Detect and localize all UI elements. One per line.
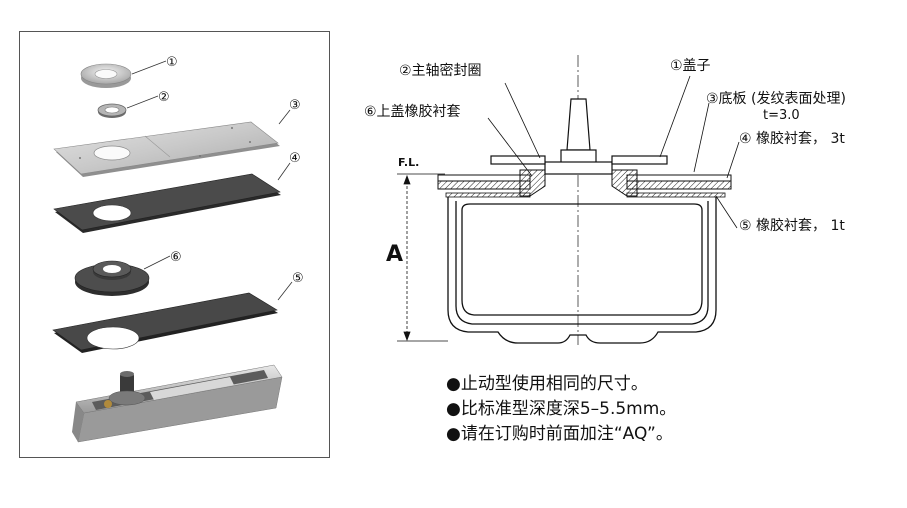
hinge-box (447, 197, 717, 344)
top-cover-rubber-part (74, 260, 150, 296)
label-base-plate: ③底板 (发纹表面处理) (706, 91, 846, 107)
spindle-seal-part (97, 103, 127, 118)
label-cover: ①盖子 (670, 58, 711, 74)
callout-line-2 (126, 95, 159, 109)
exploded-view-frame: ① ② ③ ④ ⑥ ⑤ (19, 31, 330, 458)
callout-5: ⑤ (292, 271, 304, 286)
rubber-gasket-3t-part (53, 173, 281, 233)
base-plate-part (53, 121, 280, 177)
label-rubber-3t: ④ 橡胶衬套， 3t (739, 131, 845, 147)
base-plate-section (437, 174, 732, 190)
note-3: ●请在订购时前面加注“AQ”。 (446, 424, 673, 444)
rubber-1t-section (445, 192, 726, 198)
label-thickness: t=3.0 (763, 108, 800, 123)
callout-6: ⑥ (170, 250, 182, 265)
callout-line-3 (278, 109, 291, 125)
cover-plate (490, 155, 668, 165)
label-top-cover-rubber: ⑥上盖橡胶衬套 (364, 104, 461, 120)
label-spindle-seal: ②主轴密封圈 (399, 63, 482, 79)
spindle (544, 98, 613, 175)
callout-4: ④ (289, 151, 301, 166)
callout-2: ② (158, 90, 170, 105)
callout-line-6 (143, 255, 171, 270)
floor-hinge-body-part (72, 364, 283, 443)
callout-line-1 (131, 60, 167, 75)
exploded-view-illustration: ① ② ③ ④ ⑥ ⑤ (52, 55, 304, 443)
top-cover-rubber-section (519, 169, 638, 197)
callout-line-4 (277, 162, 291, 181)
callout-line-5 (277, 281, 293, 301)
dimension-a-line (403, 174, 411, 342)
cover-ring-part (80, 63, 132, 88)
label-rubber-1t: ⑤ 橡胶衬套， 1t (739, 218, 845, 234)
note-2: ●比标准型深度深5–5.5mm。 (446, 399, 677, 419)
dimension-a-label: A (386, 242, 404, 267)
notes-block: ●止动型使用相同的尺寸。 ●比标准型深度深5–5.5mm。 ●请在订购时前面加注… (446, 372, 676, 447)
callout-1: ① (166, 55, 178, 70)
callout-3: ③ (289, 98, 301, 113)
floor-line-label: F.L. (398, 156, 420, 169)
leader-lines (487, 75, 740, 229)
note-1: ●止动型使用相同的尺寸。 (446, 374, 648, 394)
rubber-gasket-1t-part (52, 292, 278, 353)
